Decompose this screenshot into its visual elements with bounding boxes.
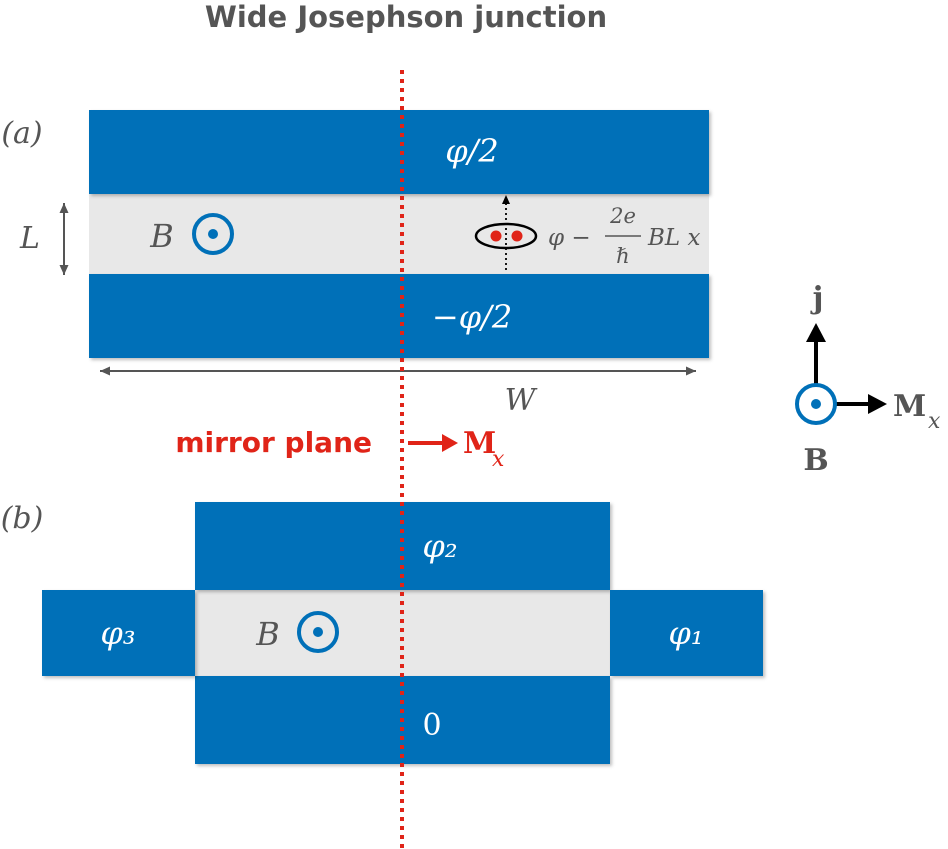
diagram-title: Wide Josephson junction	[205, 0, 607, 34]
left-electrode-b	[42, 590, 195, 676]
left-phase-label-b: φ₃	[100, 614, 135, 652]
length-label: L	[19, 221, 40, 256]
bottom-phase-label-a: −φ/2	[432, 298, 512, 336]
mirror-axis-arrowhead	[868, 394, 887, 414]
mirror-axis-label: M	[893, 389, 926, 424]
field-label-b: B	[255, 615, 280, 653]
panel-b: (b) φ₂ φ₃ φ₁ 0 B	[1, 501, 763, 764]
mirror-plane-annotation: mirror plane M x	[175, 426, 505, 472]
field-label-a: B	[149, 217, 174, 255]
field-axis-label: B	[803, 443, 828, 478]
right-phase-label-b: φ₁	[668, 614, 703, 652]
width-label: W	[505, 383, 538, 418]
mirror-operator-label: M	[463, 426, 496, 461]
bottom-phase-label-b: 0	[422, 708, 441, 743]
mirror-axis-subscript: x	[928, 409, 941, 434]
local-phase-numerator: 2e	[609, 204, 636, 228]
mirror-plane-label: mirror plane	[175, 426, 372, 459]
panel-a: (a) φ/2 −φ/2 B L φ − 2e ℏ BL x	[1, 110, 709, 418]
field-axis-icon	[795, 383, 837, 425]
mirror-arrow-head	[442, 434, 458, 452]
panel-b-label: (b)	[1, 501, 44, 536]
field-out-of-plane-icon	[192, 213, 234, 255]
top-phase-label-a: φ/2	[445, 132, 499, 170]
cooper-pair-icon	[474, 222, 538, 250]
local-phase-prefix: φ −	[548, 225, 591, 251]
panel-a-label: (a)	[1, 116, 42, 151]
local-phase-suffix: BL x	[647, 225, 700, 251]
bottom-electrode-a	[89, 274, 709, 358]
right-electrode-b	[610, 590, 763, 676]
current-axis-label: j	[810, 281, 824, 316]
top-phase-label-b: φ₂	[422, 527, 457, 565]
top-electrode-a	[89, 110, 709, 194]
field-out-of-plane-icon-b	[297, 611, 339, 653]
local-phase-denominator: ℏ	[616, 244, 630, 268]
axes-legend: j M x B	[795, 281, 941, 478]
mirror-operator-subscript: x	[492, 447, 505, 472]
current-axis-arrowhead	[806, 323, 826, 342]
